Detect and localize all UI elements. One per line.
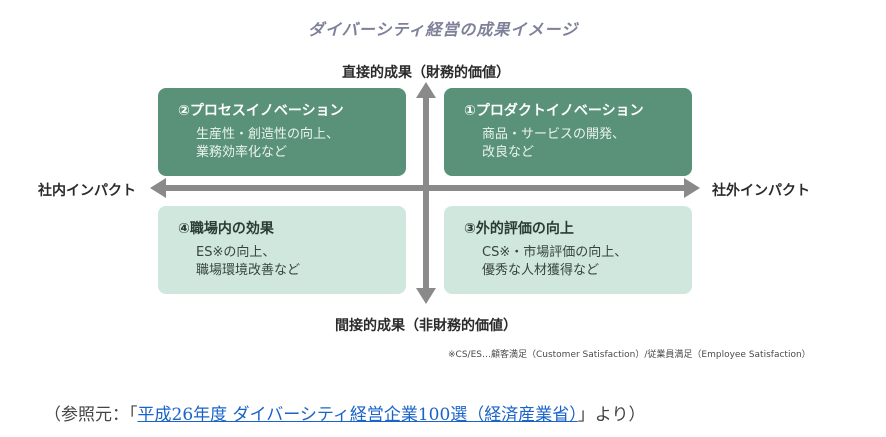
arrowhead-left: [150, 178, 166, 198]
quadrant-text-line: ES※の向上、: [196, 245, 276, 260]
footnote: ※CS/ES…顧客満足（Customer Satisfaction）/従業員満足…: [448, 350, 811, 360]
quadrant-title: ②プロセスイノベーション: [178, 103, 344, 119]
arrowhead-up: [416, 82, 436, 98]
source-link[interactable]: 平成26年度 ダイバーシティ経営企業100選（経済産業省）: [137, 405, 578, 425]
quadrant-text-line: 商品・サービスの開発、: [482, 127, 626, 142]
axis-label-left: 社内インパクト: [38, 183, 136, 199]
arrowhead-down: [416, 288, 436, 304]
quadrant-process-innovation: ②プロセスイノベーション 生産性・創造性の向上、 業務効率化など: [158, 88, 406, 176]
source-suffix: 」より）: [577, 405, 646, 425]
axis-label-bottom: 間接的成果（非財務的価値）: [335, 318, 517, 334]
source-citation: （参照元：「平成26年度 ダイバーシティ経営企業100選（経済産業省）」より）: [44, 400, 645, 425]
quadrant-text-line: 職場環境改善など: [196, 263, 301, 278]
quadrant-text-line: 業務効率化など: [196, 145, 288, 160]
quadrant-text-line: CS※・市場評価の向上、: [482, 245, 628, 260]
quadrant-title: ③外的評価の向上: [464, 221, 574, 237]
quadrant-title: ④職場内の効果: [178, 221, 274, 237]
quadrant-title: ①プロダクトイノベーション: [464, 103, 644, 119]
axis-label-right: 社外インパクト: [712, 183, 810, 199]
quadrant-product-innovation: ①プロダクトイノベーション 商品・サービスの開発、 改良など: [444, 88, 692, 176]
quadrant-text-line: 改良など: [482, 145, 535, 160]
quadrant-text-line: 優秀な人材獲得など: [482, 263, 600, 278]
arrowhead-right: [684, 178, 700, 198]
quadrant-text-line: 生産性・創造性の向上、: [196, 127, 340, 142]
axis-label-top: 直接的成果（財務的価値）: [342, 65, 510, 81]
source-prefix: （参照元：「: [44, 405, 138, 425]
quadrant-workplace-effect: ④職場内の効果 ES※の向上、 職場環境改善など: [158, 206, 406, 294]
diagram-title: ダイバーシティ経営の成果イメージ: [307, 20, 579, 39]
quadrant-external-evaluation: ③外的評価の向上 CS※・市場評価の向上、 優秀な人材獲得など: [444, 206, 692, 294]
